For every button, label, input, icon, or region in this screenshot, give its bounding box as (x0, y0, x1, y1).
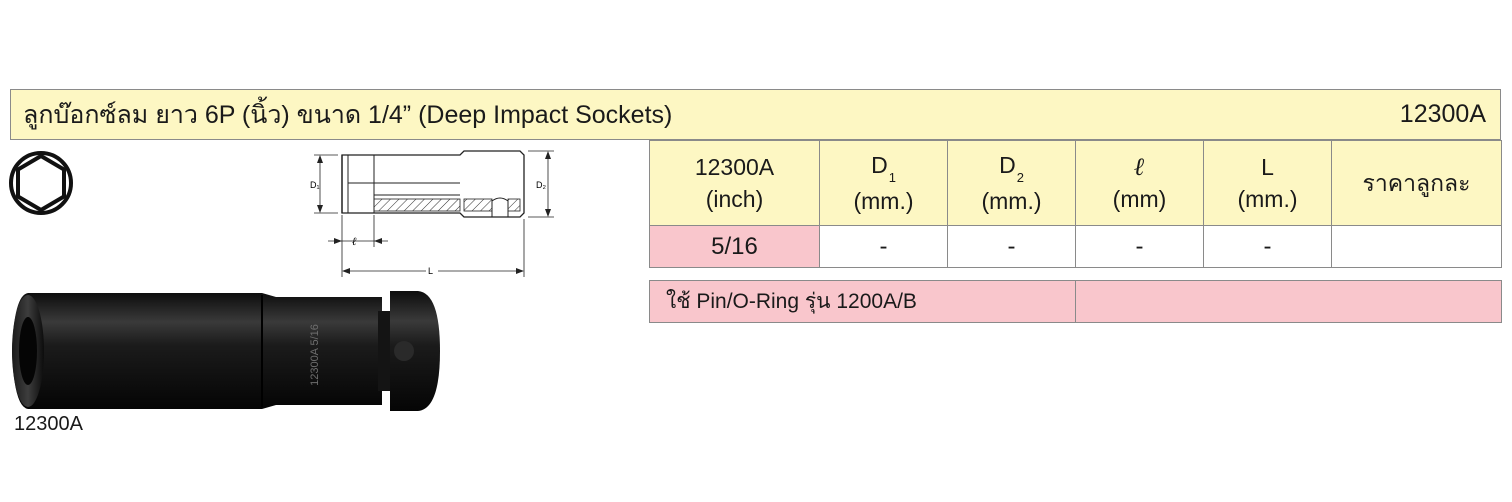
pin-oring-note: ใช้ Pin/O-Ring รุ่น 1200A/B (649, 280, 1502, 323)
l-label: L (428, 266, 433, 276)
col-header-length: L (mm.) (1203, 140, 1332, 226)
page-title: ลูกบ๊อกซ์ลม ยาว 6P (นิ้ว) ขนาด 1/4” (Dee… (23, 100, 673, 129)
cell-ell: - (1075, 225, 1204, 268)
socket-image: 12300A 5/16 (12, 291, 440, 411)
cell-length: - (1203, 225, 1332, 268)
d1-label: D₁ (310, 180, 320, 190)
note-value (1075, 280, 1502, 323)
spec-table: 12300A (inch) D1 (mm.) D2 (mm.) ℓ (mm) L… (649, 140, 1502, 268)
ell-label: ℓ (352, 235, 357, 248)
cell-d1: - (819, 225, 948, 268)
note-text: ใช้ Pin/O-Ring รุ่น 1200A/B (649, 280, 1076, 323)
cell-size: 5/16 (649, 225, 820, 268)
d2-label: D₂ (536, 180, 546, 190)
col-header-d1: D1 (mm.) (819, 140, 948, 226)
col-header-d2: D2 (mm.) (947, 140, 1076, 226)
cell-d2: - (947, 225, 1076, 268)
title-bar: ลูกบ๊อกซ์ลม ยาว 6P (นิ้ว) ขนาด 1/4” (Dee… (10, 89, 1501, 140)
col-header-price: ราคาลูกละ (1331, 140, 1502, 226)
table-row: 5/16 - - - - (649, 225, 1502, 268)
col-header-ell: ℓ (mm) (1075, 140, 1204, 226)
col-header-size: 12300A (inch) (649, 140, 820, 226)
product-code: 12300A (1399, 100, 1486, 128)
hexagon-icon (9, 151, 73, 215)
cell-price (1331, 225, 1502, 268)
photo-caption: 12300A (14, 413, 83, 435)
socket-engraving: 12300A 5/16 (309, 324, 321, 386)
spec-table-header: 12300A (inch) D1 (mm.) D2 (mm.) ℓ (mm) L… (649, 140, 1502, 226)
dimension-diagram: D₁ D₂ ℓ L (310, 150, 554, 277)
